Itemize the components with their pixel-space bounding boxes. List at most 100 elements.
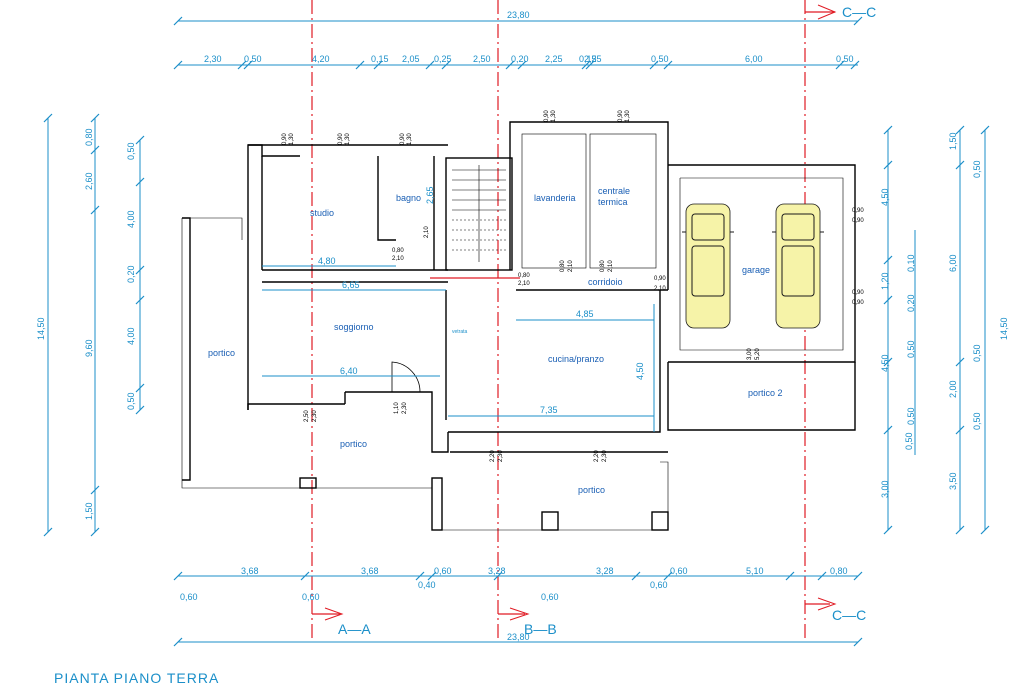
right-far-dim: 0,50 bbox=[972, 344, 982, 362]
vertical-dimension-lines bbox=[43, 113, 990, 537]
dim-tick bbox=[505, 60, 515, 70]
svg-text:2,10: 2,10 bbox=[424, 226, 430, 238]
right-inner-dim: 4,50 bbox=[880, 354, 890, 372]
svg-text:2,50: 2,50 bbox=[304, 410, 310, 422]
svg-text:0,90: 0,90 bbox=[400, 133, 406, 145]
section-label-c-top: C—C bbox=[842, 4, 876, 20]
dim-tick bbox=[135, 135, 145, 145]
right-inner-dim: 4,50 bbox=[880, 188, 890, 206]
svg-text:0,90: 0,90 bbox=[544, 110, 550, 122]
dim-tick bbox=[237, 60, 247, 70]
dim-tick bbox=[663, 571, 673, 581]
room-studio: studio bbox=[310, 208, 334, 218]
dim-tick bbox=[517, 60, 527, 70]
dim-cucina-height: 4,50 bbox=[635, 362, 645, 380]
svg-text:0,80: 0,80 bbox=[560, 260, 566, 272]
room-cucina-pranzo: cucina/pranzo bbox=[548, 354, 604, 364]
dim-tick bbox=[853, 571, 863, 581]
right-mid-dim: 0,50 bbox=[906, 407, 916, 425]
dim-tick bbox=[90, 527, 100, 537]
left-outer-dim: 1,50 bbox=[84, 502, 94, 520]
opening-annotations: 0,90 1,30 0,90 1,30 0,90 1,30 0,90 1,30 … bbox=[282, 110, 864, 462]
svg-text:5,20: 5,20 bbox=[755, 348, 761, 360]
dim-tick bbox=[427, 571, 437, 581]
dim-tick bbox=[425, 60, 435, 70]
bottom-dim-value: 0,60 bbox=[670, 566, 688, 576]
bottom-dim-value: 3,68 bbox=[361, 566, 379, 576]
room-portico-left: portico bbox=[208, 348, 235, 358]
dim-tick bbox=[373, 60, 383, 70]
dim-soggiorno-bottom: 6,40 bbox=[340, 366, 358, 376]
room-garage: garage bbox=[742, 265, 770, 275]
dim-tick bbox=[955, 357, 965, 367]
dim-tick bbox=[850, 60, 860, 70]
section-label-c-bottom: C—C bbox=[832, 607, 866, 623]
svg-text:0,80: 0,80 bbox=[392, 248, 404, 254]
dim-tick bbox=[43, 527, 53, 537]
top-dim-value: 6,00 bbox=[745, 54, 763, 64]
svg-text:0,90: 0,90 bbox=[618, 110, 624, 122]
left-inner-dim: 0,50 bbox=[126, 392, 136, 410]
dim-tick bbox=[835, 60, 845, 70]
top-dim-value: 2,25 bbox=[584, 54, 602, 64]
top-dim-value: 0,50 bbox=[244, 54, 262, 64]
right-inner-dim: 0,50 bbox=[904, 432, 914, 450]
svg-text:2,30: 2,30 bbox=[402, 402, 408, 414]
room-soggiorno: soggiorno bbox=[334, 322, 374, 332]
dim-tick bbox=[90, 485, 100, 495]
top-dim-value: 2,05 bbox=[402, 54, 420, 64]
svg-text:2,10: 2,10 bbox=[654, 286, 666, 292]
dim-tick bbox=[135, 265, 145, 275]
dim-cucina-bottom: 7,35 bbox=[540, 405, 558, 415]
bottom-dim-value: 0,60 bbox=[434, 566, 452, 576]
dim-tick bbox=[980, 525, 990, 535]
drawing-title: PIANTA PIANO TERRA bbox=[54, 670, 219, 686]
dim-tick bbox=[441, 60, 451, 70]
dim-tick bbox=[955, 160, 965, 170]
dim-tick bbox=[883, 125, 893, 135]
garage-car-left bbox=[682, 203, 734, 329]
dim-tick bbox=[135, 383, 145, 393]
inner-dimension-lines bbox=[262, 265, 655, 432]
building-walls bbox=[181, 121, 856, 531]
dim-tick bbox=[493, 571, 503, 581]
room-corridoio: corridoio bbox=[588, 277, 623, 287]
right-outer-dim: 1,50 bbox=[948, 132, 958, 150]
bottom-dim-value: 0,60 bbox=[541, 592, 559, 602]
top-dimension-lines bbox=[173, 16, 863, 70]
dim-tick bbox=[173, 571, 183, 581]
dim-tick bbox=[415, 571, 425, 581]
dim-tick bbox=[883, 295, 893, 305]
svg-text:2,10: 2,10 bbox=[608, 260, 614, 272]
dim-tick bbox=[90, 113, 100, 123]
top-dim-value: 4,20 bbox=[312, 54, 330, 64]
svg-text:0,90: 0,90 bbox=[852, 300, 864, 306]
svg-text:1,30: 1,30 bbox=[551, 110, 557, 122]
svg-text:1,30: 1,30 bbox=[289, 133, 295, 145]
dim-studio-width: 4,80 bbox=[318, 256, 336, 266]
dim-tick bbox=[955, 425, 965, 435]
dim-cucina-top: 4,85 bbox=[576, 309, 594, 319]
right-mid-dim: 0,10 bbox=[906, 254, 916, 272]
svg-text:0,90: 0,90 bbox=[338, 133, 344, 145]
bottom-dim-value: 0,60 bbox=[302, 592, 320, 602]
svg-text:2,20: 2,20 bbox=[594, 450, 600, 462]
dim-tick bbox=[43, 113, 53, 123]
dim-tick bbox=[355, 60, 365, 70]
bottom-dim-value: 0,80 bbox=[830, 566, 848, 576]
bottom-dim-value: 0,60 bbox=[650, 580, 668, 590]
right-outer-dim: 6,00 bbox=[948, 254, 958, 272]
left-inner-dim: 4,00 bbox=[126, 327, 136, 345]
room-portico-2: portico 2 bbox=[748, 388, 783, 398]
right-far-dim: 0,50 bbox=[972, 160, 982, 178]
dim-tick bbox=[585, 60, 595, 70]
garage-car-right bbox=[772, 203, 824, 329]
svg-text:2,10: 2,10 bbox=[518, 281, 530, 287]
dim-tick bbox=[173, 16, 183, 26]
svg-text:0,90: 0,90 bbox=[852, 208, 864, 214]
svg-text:1,10: 1,10 bbox=[394, 402, 400, 414]
top-dim-value: 0,50 bbox=[836, 54, 854, 64]
room-portico-bottom: portico bbox=[578, 485, 605, 495]
dim-tick bbox=[853, 16, 863, 26]
room-centrale-2: termica bbox=[598, 197, 628, 207]
